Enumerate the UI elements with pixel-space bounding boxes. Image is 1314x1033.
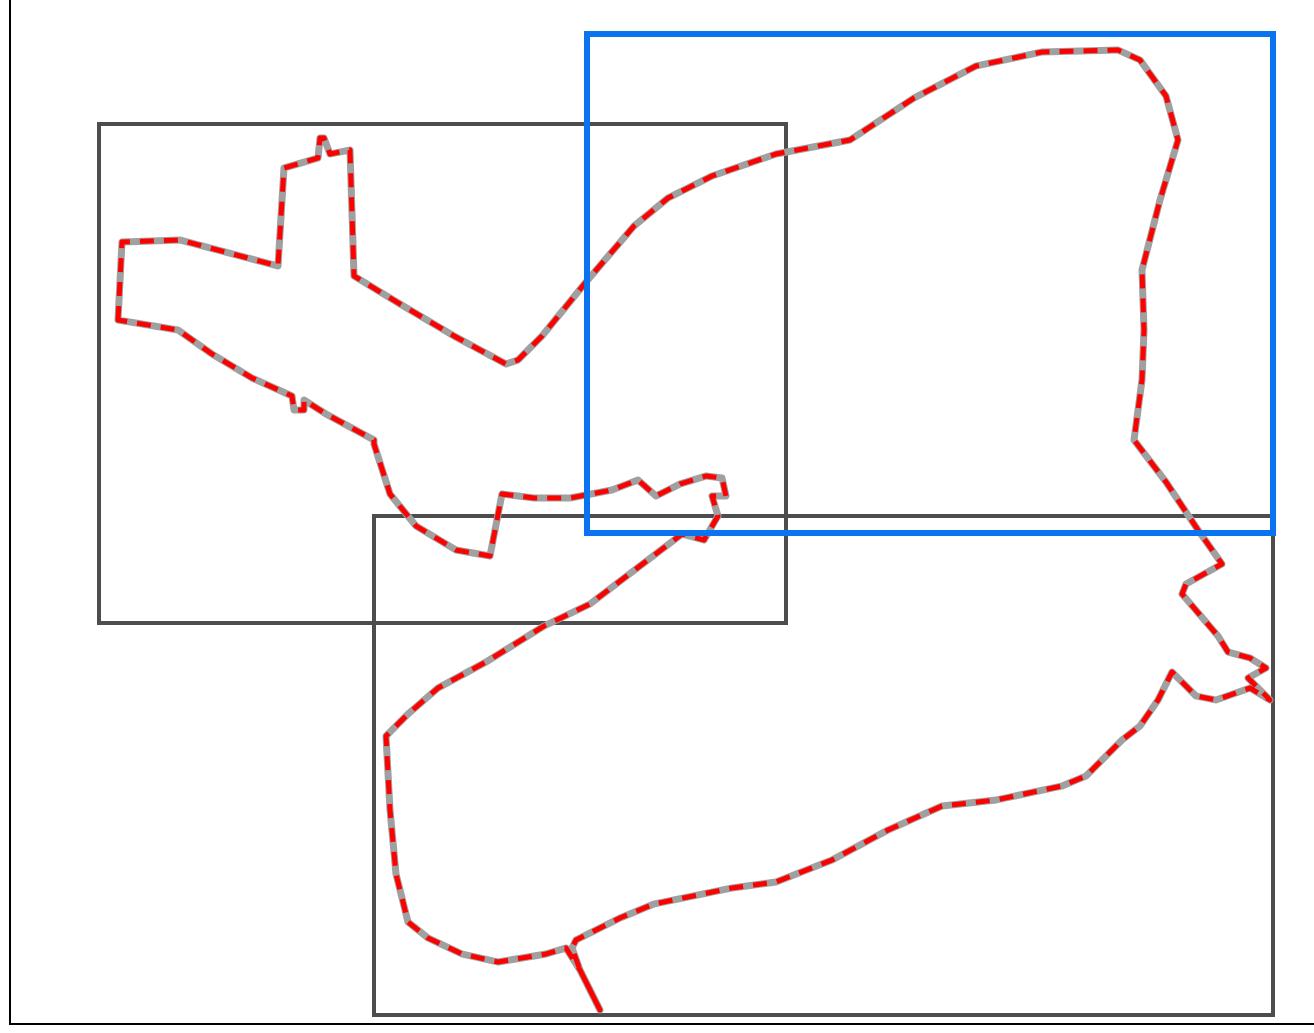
- bounding-box-bottom[interactable]: [374, 516, 1273, 1015]
- bounding-box-left[interactable]: [99, 124, 786, 623]
